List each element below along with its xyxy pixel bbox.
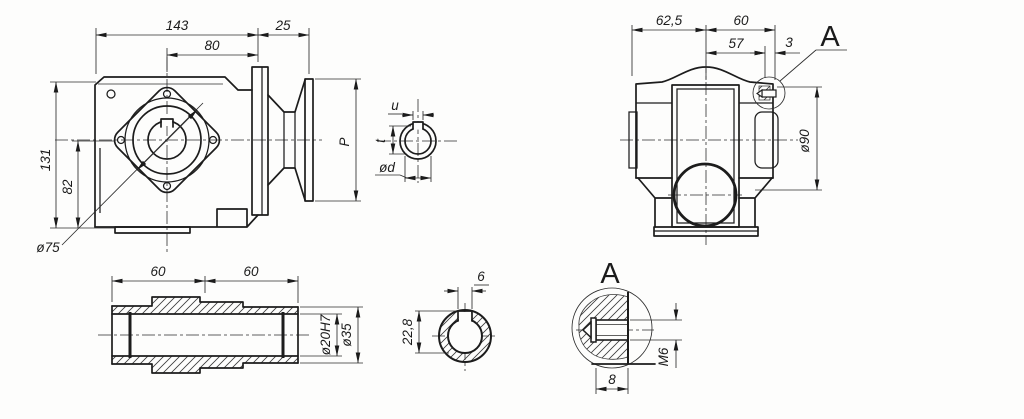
mounting-foot: [114, 226, 191, 234]
dim-side-top: 62,5 60 57 3: [631, 13, 800, 80]
detail-callout: A: [779, 21, 847, 82]
dim-label-outer: ø35: [339, 323, 354, 347]
detail-a-boundary-circle: [571, 287, 653, 369]
shaft-keyway: [412, 121, 424, 130]
dim-flange-height: P: [315, 78, 361, 202]
dim-height: 131 82: [38, 81, 114, 229]
ring-bore-circle: [447, 318, 483, 354]
dim-ring-key-depth: 22,8: [400, 310, 456, 354]
dim-label-right-of-axis: 60: [733, 13, 749, 28]
output-bore-circle: [672, 162, 738, 228]
dim-thread-length: 8: [595, 368, 629, 394]
side-foot: [637, 177, 773, 228]
motor-flange-plate: [304, 78, 314, 202]
dim-bolt-circle: ø75: [36, 102, 204, 255]
dim-label-bore: ø20H7: [318, 314, 333, 355]
bolt-hole: [208, 135, 218, 145]
dim-key-width-u: u: [388, 98, 434, 120]
set-screw: [756, 85, 777, 101]
flange-face: [671, 84, 740, 228]
dim-label-width-total: 143: [166, 18, 189, 33]
dim-boss-dia: ø90: [755, 86, 822, 191]
dim-ring-key-width: 6: [444, 269, 489, 309]
dim-label-ring-key-depth: 22,8: [400, 318, 415, 346]
dim-label-key-depth: t: [373, 138, 388, 143]
lower-wall-section: [112, 356, 298, 373]
side-view: A 62,5 60 57 3 ø90: [620, 13, 847, 245]
detail-a-title: A: [600, 258, 620, 290]
front-view: ø75 143 80 25 131 82: [36, 18, 361, 255]
bolt-hole: [116, 135, 126, 145]
dim-label-key-width: u: [391, 98, 399, 113]
detail-boundary-circle: [752, 76, 786, 110]
dim-label-thread-length: 8: [608, 372, 616, 387]
set-screw-section: [581, 317, 629, 343]
dim-label-right-half: 60: [243, 264, 259, 279]
bore-section-view: 6 22,8: [400, 269, 498, 371]
dim-label-height-total: 131: [38, 149, 53, 172]
dim-label-bolt-circle: ø75: [36, 240, 60, 255]
detail-a-view: A M6 8: [571, 258, 682, 394]
dim-label-flange-height: P: [337, 137, 352, 146]
input-flange-plate: [251, 66, 269, 216]
housing-bottom: [94, 208, 259, 228]
dim-label-left-half: 60: [150, 264, 166, 279]
dim-label-thread: M6: [656, 347, 671, 366]
hollow-shaft-view: 60 60 ø20H7 ø35: [98, 264, 363, 374]
detail-ref-label: A: [820, 21, 840, 53]
dim-key-depth-t: t: [373, 125, 411, 155]
side-housing-outline: [635, 66, 774, 179]
dim-label-screw-offset: 3: [785, 35, 793, 50]
ring-keyway: [457, 310, 473, 322]
dim-label-height-base: 82: [60, 179, 75, 195]
dim-shaft-dias: ø20H7 ø35: [300, 306, 363, 364]
dim-shaft-dia: ød: [375, 156, 432, 182]
shaft-end-view: u t ød: [373, 98, 458, 183]
dim-label-shaft-dia: ød: [379, 160, 395, 175]
left-flange-edge: [628, 111, 638, 169]
hub-circle: [132, 105, 202, 175]
dim-label-ring-key-width: 6: [477, 269, 485, 284]
corner-hole: [106, 89, 116, 99]
dim-label-left-of-axis: 62,5: [656, 13, 683, 28]
bell-cone: [267, 79, 306, 201]
dim-label-to-screw: 57: [728, 36, 744, 51]
dim-thread: M6: [630, 303, 682, 368]
dim-width-total: 143 80 25: [95, 18, 310, 74]
housing-outline: [94, 76, 253, 228]
dim-label-boss-dia: ø90: [797, 129, 812, 153]
bolt-hole: [162, 181, 172, 191]
upper-wall-section: [112, 297, 298, 314]
dim-label-ext: 25: [274, 18, 291, 33]
dim-label-width-center: 80: [204, 38, 220, 53]
side-boss-lobe: [754, 111, 779, 169]
dim-shaft-lengths: 60 60: [111, 264, 299, 303]
bolt-hole: [162, 89, 172, 99]
